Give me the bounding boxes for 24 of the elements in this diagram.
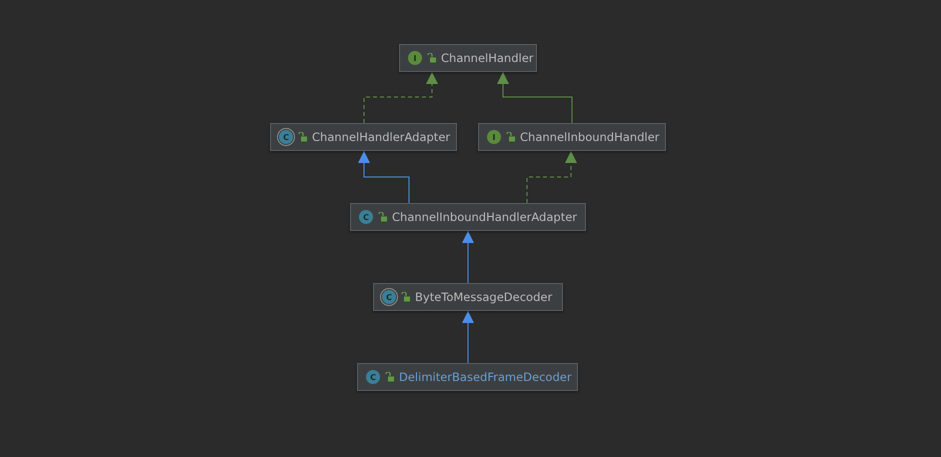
class-name: DelimiterBasedFrameDecoder [399,370,572,384]
class-name: ChannelInboundHandler [520,130,660,144]
inheritance-arrow [364,72,438,124]
class-badge: C [359,210,373,224]
class-box [478,123,666,151]
inheritance-arrow [462,310,474,364]
interface-badge: I [408,51,422,65]
inheritance-arrow [358,150,410,204]
class-name: ChannelInboundHandlerAdapter [392,210,578,224]
class-badge: C [382,290,396,304]
class-name: ChannelHandler [441,51,534,65]
class-name: ChannelHandlerAdapter [312,130,450,144]
class-box [350,203,586,231]
class-box [373,283,563,311]
interface-badge: I [487,130,501,144]
class-box [270,123,457,151]
class-name: ByteToMessageDecoder [415,290,552,304]
inheritance-arrow [526,150,577,204]
class-box [399,44,537,72]
class-box [357,363,578,391]
class-badge: C [279,130,293,144]
class-badge: C [366,370,380,384]
inheritance-arrow [497,72,572,124]
inheritance-arrow [462,230,474,284]
